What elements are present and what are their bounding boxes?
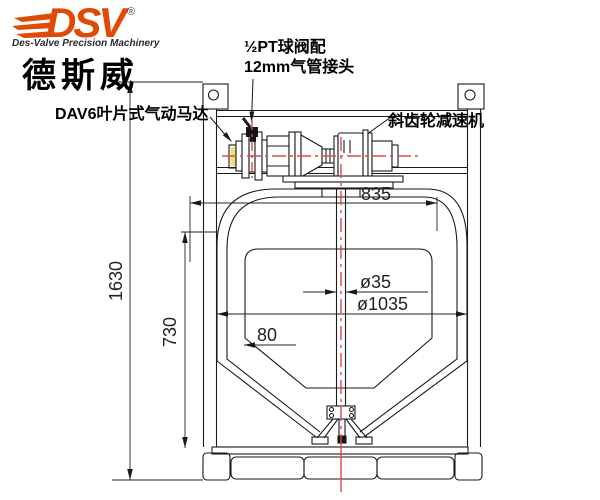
logo-chinese-name: 德斯威 xyxy=(22,57,139,95)
dim-overall-height: 1630 xyxy=(106,261,126,301)
dim-inner-height: 730 xyxy=(160,317,180,347)
dimension-lines xyxy=(112,81,467,481)
mount-plate-upper xyxy=(282,175,404,183)
air-ball-valve xyxy=(246,127,258,142)
dim-tank-diameter: ø1035 xyxy=(357,294,408,314)
mount-plate-lower xyxy=(294,181,394,189)
tank-panel xyxy=(244,248,433,389)
callout-air-valve-line1: ½PT球阀配 xyxy=(244,39,326,56)
callout-air-valve: ½PT球阀配 12mm气管接头 xyxy=(244,38,354,78)
logo-tagline: Des-Valve Precision Machinery xyxy=(12,38,160,49)
motor-gearbox-assembly xyxy=(228,117,404,189)
centerlines xyxy=(222,120,418,492)
dimension-labels: 835 1630 730 ø35 ø1035 80 xyxy=(106,184,408,347)
dim-edge-offset: 80 xyxy=(257,325,277,345)
callout-pneumatic-motor: DAV6叶片式气动马达 xyxy=(55,106,209,123)
bottom-skid xyxy=(202,446,483,481)
tank-shell xyxy=(216,188,468,438)
callout-gear-reducer: 斜齿轮减速机 xyxy=(388,113,485,130)
logo-brand-text: DSV xyxy=(46,0,126,46)
company-logo: DSV ® Des-Valve Precision Machinery 德斯威 xyxy=(0,0,180,100)
frame-corner-plates xyxy=(202,83,485,110)
leader-lines xyxy=(209,78,392,139)
registered-mark: ® xyxy=(127,6,136,18)
callout-air-valve-line2: 12mm气管接头 xyxy=(244,59,355,76)
valve-lever xyxy=(241,117,252,128)
dim-shaft-diameter: ø35 xyxy=(360,272,391,292)
bottom-bearing-support xyxy=(311,188,373,445)
coupling-cone xyxy=(300,134,323,178)
logo-swoosh-icon xyxy=(12,13,54,38)
dim-top-width: 835 xyxy=(361,184,391,204)
